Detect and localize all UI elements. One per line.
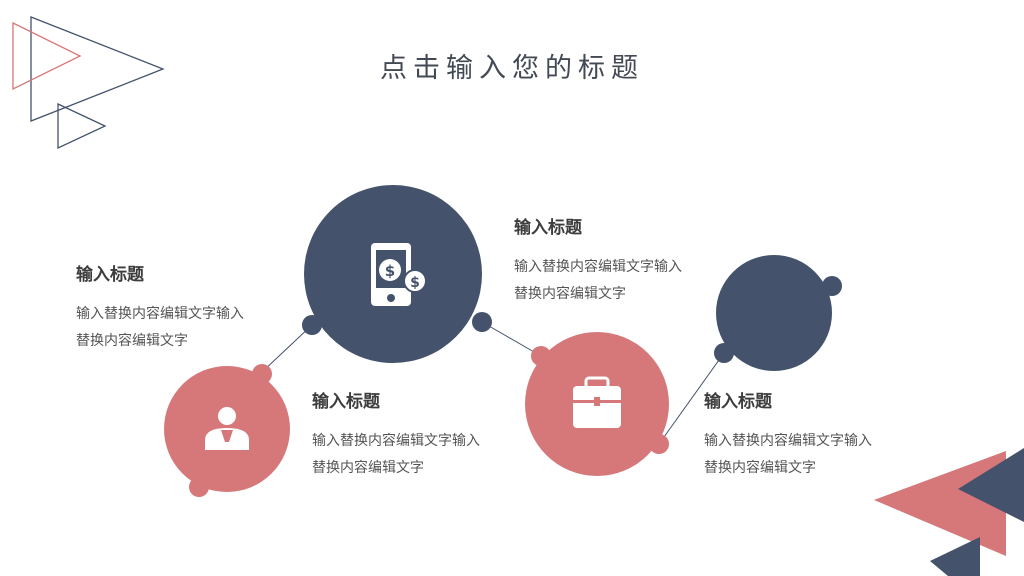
block-line-1: 输入替换内容编辑文字输入 bbox=[514, 259, 682, 275]
text-block-2: 输入标题 输入替换内容编辑文字输入 替换内容编辑文字 bbox=[514, 213, 682, 308]
block-title: 输入标题 bbox=[704, 392, 772, 412]
decor-filled-triangles bbox=[874, 448, 1024, 576]
connector-lines bbox=[261, 321, 725, 445]
briefcase-icon bbox=[573, 376, 621, 428]
svg-text:$: $ bbox=[385, 262, 395, 280]
block-line-1: 输入替换内容编辑文字输入 bbox=[76, 306, 244, 322]
block-title: 输入标题 bbox=[514, 218, 582, 238]
step-circle-2: $ $ bbox=[302, 185, 492, 363]
svg-text:$: $ bbox=[410, 275, 420, 291]
text-block-1: 输入标题 输入替换内容编辑文字输入 替换内容编辑文字 bbox=[76, 260, 244, 355]
block-line-1: 输入替换内容编辑文字输入 bbox=[704, 433, 872, 449]
block-line-2: 替换内容编辑文字 bbox=[514, 286, 626, 302]
step-circle-3 bbox=[525, 332, 669, 476]
decor-outline-triangles bbox=[12, 16, 165, 150]
step-circle-4 bbox=[714, 255, 842, 371]
mobile-money-icon: $ $ bbox=[371, 243, 427, 306]
text-block-3: 输入标题 输入替换内容编辑文字输入 替换内容编辑文字 bbox=[312, 387, 480, 482]
block-title: 输入标题 bbox=[76, 265, 144, 285]
block-line-2: 替换内容编辑文字 bbox=[312, 460, 424, 476]
step-circle-1 bbox=[164, 364, 290, 497]
user-icon bbox=[205, 407, 249, 450]
page-title: 点击输入您的标题 bbox=[380, 53, 644, 84]
block-line-2: 替换内容编辑文字 bbox=[76, 333, 188, 349]
block-line-2: 替换内容编辑文字 bbox=[704, 460, 816, 476]
block-line-1: 输入替换内容编辑文字输入 bbox=[312, 433, 480, 449]
text-block-4: 输入标题 输入替换内容编辑文字输入 替换内容编辑文字 bbox=[704, 387, 872, 482]
block-title: 输入标题 bbox=[312, 392, 380, 412]
